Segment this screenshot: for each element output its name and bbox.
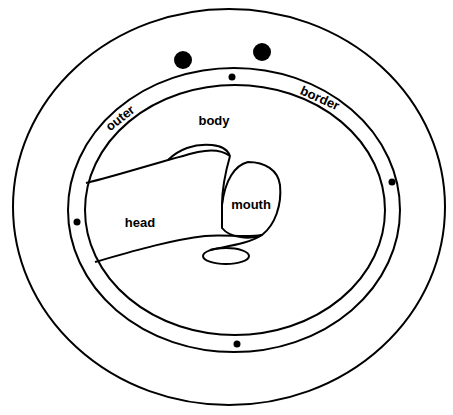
outline-stroke: [68, 68, 400, 352]
region-label: mouth: [231, 198, 271, 211]
outline-stroke: [85, 85, 385, 335]
black-dot: [174, 51, 192, 69]
black-dot: [253, 43, 271, 61]
small-dot: [389, 179, 396, 186]
outline-stroke: [86, 150, 230, 183]
body-region: body head mouth: [85, 85, 385, 335]
small-dot: [234, 341, 241, 348]
region-label: body: [198, 114, 229, 127]
outline-stroke: [222, 162, 280, 238]
small-dot: [74, 219, 81, 226]
outline-stroke: [203, 248, 249, 264]
region-label: head: [125, 216, 155, 229]
small-dot: [229, 74, 236, 81]
mouth-region: mouth: [218, 158, 284, 242]
outline-stroke: [168, 145, 230, 160]
outer-border-band: outerborderbodyheadmouth: [66, 66, 402, 354]
outer-outline: [13, 9, 445, 405]
